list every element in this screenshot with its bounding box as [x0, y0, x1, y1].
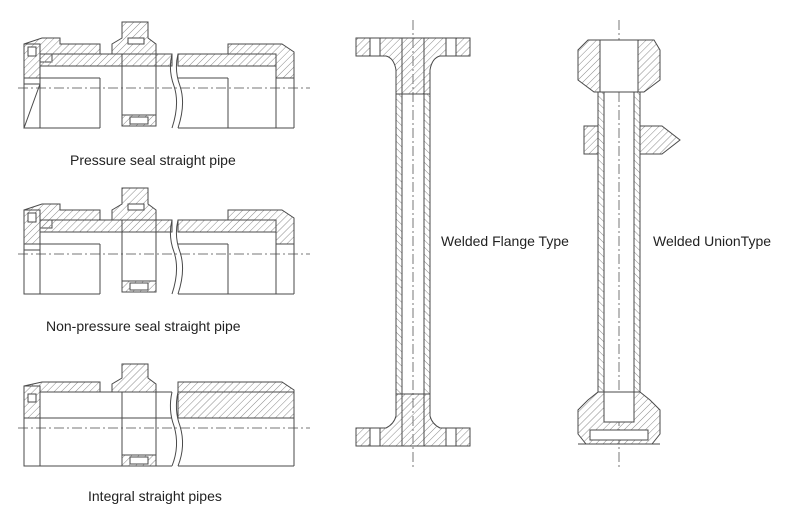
welded-union-label: Welded UnionType — [653, 233, 772, 249]
non-pressure-seal-pipe-drawing — [18, 187, 310, 295]
welded-flange-drawing — [355, 20, 471, 470]
welded-union-drawing — [577, 20, 681, 470]
integral-pipe-drawing — [18, 363, 310, 467]
non-pressure-seal-label: Non-pressure seal straight pipe — [46, 318, 241, 334]
pressure-seal-pipe-drawing — [18, 21, 310, 129]
integral-label: Integral straight pipes — [88, 488, 222, 504]
pressure-seal-label: Pressure seal straight pipe — [70, 152, 236, 168]
welded-flange-label: Welded Flange Type — [441, 233, 569, 249]
